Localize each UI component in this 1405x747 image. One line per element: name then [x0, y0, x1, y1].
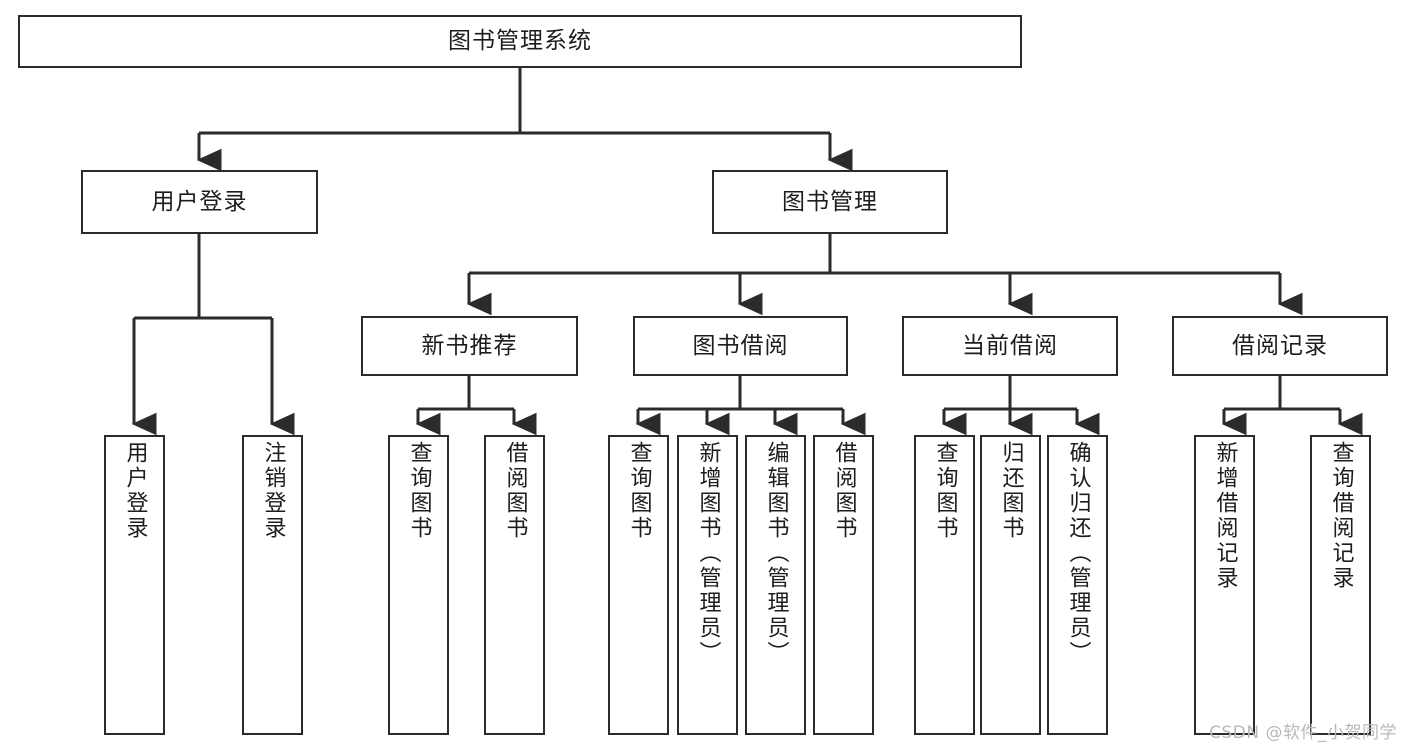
node-leaf-br-query-record[interactable]: 查询借阅记录 — [1310, 435, 1371, 735]
node-leaf-br-add-record-label: 新增借阅记录 — [1212, 441, 1238, 591]
node-leaf-cb-return-book-label: 归还图书 — [998, 441, 1024, 541]
node-leaf-nb-query-book[interactable]: 查询图书 — [388, 435, 449, 735]
node-book-management-label: 图书管理 — [782, 188, 878, 215]
node-book-borrow-label: 图书借阅 — [692, 332, 789, 359]
node-new-book-recommend[interactable]: 新书推荐 — [361, 316, 578, 376]
csdn-watermark: CSDN @软件_小贺同学 — [1209, 723, 1397, 743]
node-leaf-bb-borrow-book[interactable]: 借阅图书 — [813, 435, 874, 735]
node-book-borrow[interactable]: 图书借阅 — [633, 316, 848, 376]
node-leaf-cb-query-book[interactable]: 查询图书 — [914, 435, 975, 735]
node-leaf-cb-confirm-return-admin-label: 确认归还（管理员） — [1065, 441, 1091, 666]
node-leaf-logout-label: 注销登录 — [260, 441, 286, 541]
node-leaf-bb-borrow-book-label: 借阅图书 — [831, 441, 857, 541]
node-root-label: 图书管理系统 — [448, 28, 592, 55]
node-leaf-logout[interactable]: 注销登录 — [242, 435, 303, 735]
node-leaf-br-query-record-label: 查询借阅记录 — [1328, 441, 1354, 591]
node-leaf-bb-query-book-label: 查询图书 — [626, 441, 652, 541]
node-leaf-cb-query-book-label: 查询图书 — [932, 441, 958, 541]
node-new-book-recommend-label: 新书推荐 — [421, 332, 518, 359]
node-leaf-bb-edit-book-admin[interactable]: 编辑图书（管理员） — [745, 435, 806, 735]
node-leaf-nb-borrow-book[interactable]: 借阅图书 — [484, 435, 545, 735]
node-leaf-nb-query-book-label: 查询图书 — [406, 441, 432, 541]
node-borrow-record[interactable]: 借阅记录 — [1172, 316, 1388, 376]
node-book-management[interactable]: 图书管理 — [712, 170, 948, 234]
node-current-borrow[interactable]: 当前借阅 — [902, 316, 1118, 376]
node-leaf-bb-add-book-admin-label: 新增图书（管理员） — [695, 441, 721, 666]
node-leaf-bb-edit-book-admin-label: 编辑图书（管理员） — [763, 441, 789, 666]
node-borrow-record-label: 借阅记录 — [1232, 332, 1328, 359]
node-leaf-cb-return-book[interactable]: 归还图书 — [980, 435, 1041, 735]
node-user-login[interactable]: 用户登录 — [81, 170, 318, 234]
node-user-login-label: 用户登录 — [151, 188, 248, 215]
node-leaf-user-login-label: 用户登录 — [122, 441, 148, 541]
node-leaf-nb-borrow-book-label: 借阅图书 — [502, 441, 528, 541]
node-leaf-user-login[interactable]: 用户登录 — [104, 435, 165, 735]
node-leaf-br-add-record[interactable]: 新增借阅记录 — [1194, 435, 1255, 735]
node-current-borrow-label: 当前借阅 — [962, 332, 1058, 359]
node-leaf-bb-query-book[interactable]: 查询图书 — [608, 435, 669, 735]
node-leaf-cb-confirm-return-admin[interactable]: 确认归还（管理员） — [1047, 435, 1108, 735]
node-leaf-bb-add-book-admin[interactable]: 新增图书（管理员） — [677, 435, 738, 735]
node-root-book-management-system[interactable]: 图书管理系统 — [18, 15, 1022, 68]
